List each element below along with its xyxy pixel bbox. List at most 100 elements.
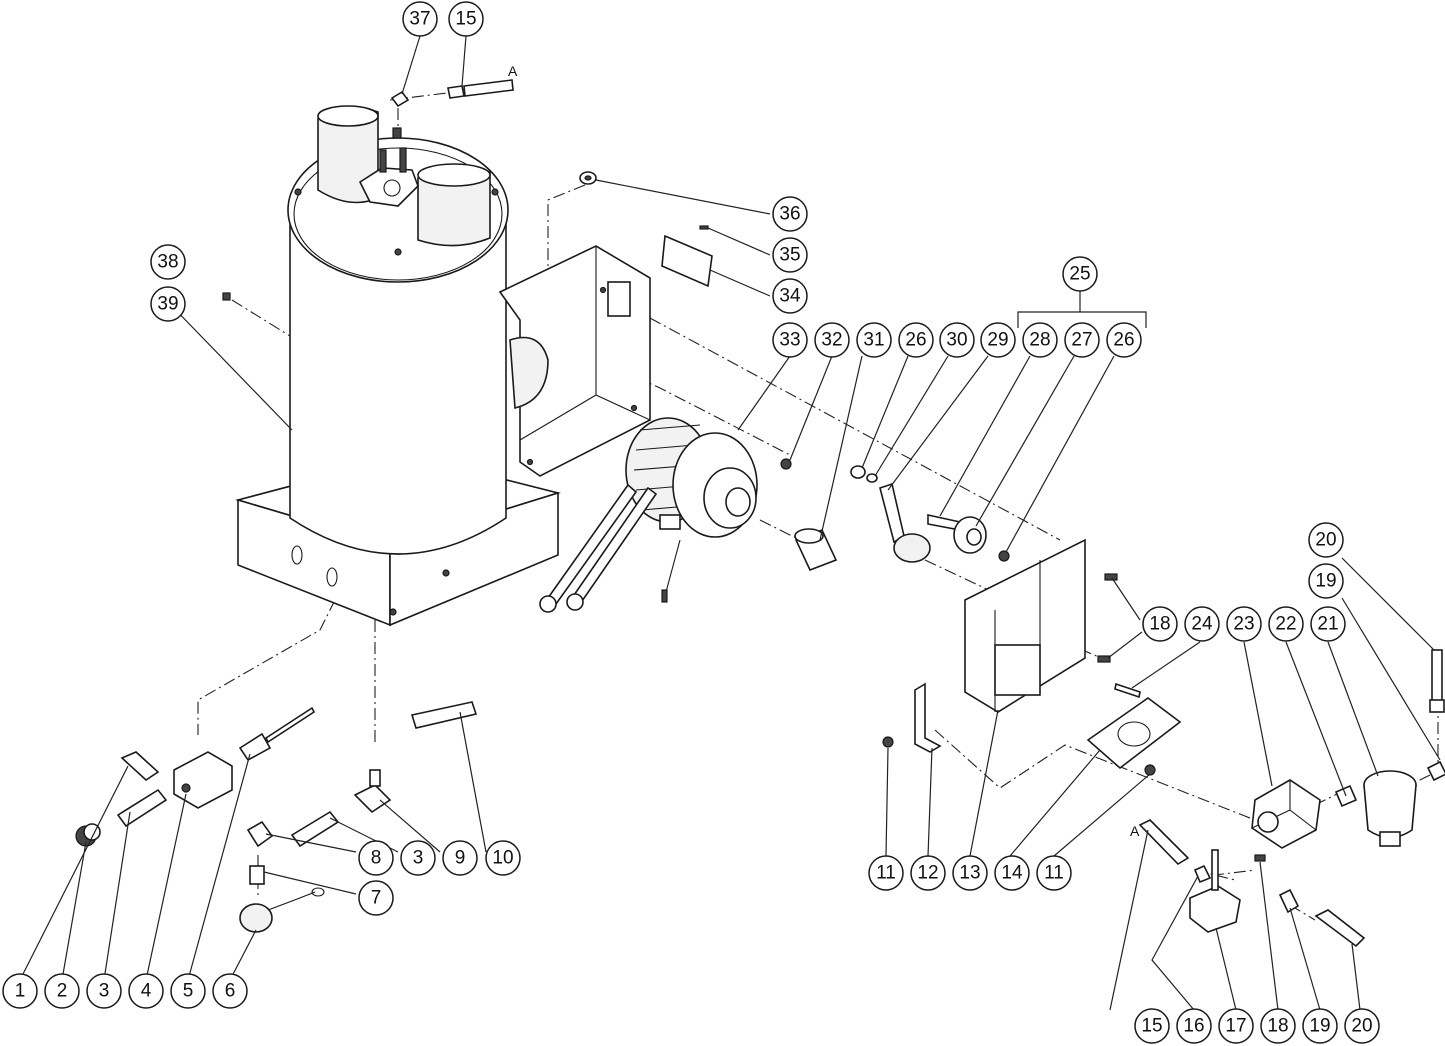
part-10-nipple-long <box>410 701 478 729</box>
callout-5: 5 <box>170 973 206 1009</box>
callout-20-top: 20 <box>1308 522 1344 558</box>
callout-15-bottom: 15 <box>1134 1008 1170 1044</box>
callout-3-left: 3 <box>86 973 122 1009</box>
callout-18-top: 18 <box>1142 606 1178 642</box>
svg-text:23: 23 <box>1233 614 1254 635</box>
part-2-nut <box>75 823 101 847</box>
part-19-elbow-lower <box>1278 888 1300 914</box>
part-1-fitting <box>120 751 160 782</box>
part-21-filter <box>1363 770 1417 847</box>
part-37-elbow <box>390 90 410 108</box>
svg-text:21: 21 <box>1317 614 1338 635</box>
svg-text:17: 17 <box>1225 1016 1246 1037</box>
svg-text:2: 2 <box>57 981 68 1002</box>
part-35-screw <box>699 225 709 230</box>
callout-12: 12 <box>910 855 946 891</box>
part-15-tube-top <box>447 79 514 99</box>
callout-9: 9 <box>442 840 478 876</box>
part-9-tee <box>353 769 392 814</box>
svg-text:33: 33 <box>779 330 800 351</box>
part-31-coupling <box>794 528 838 572</box>
svg-text:18: 18 <box>1149 614 1170 635</box>
callout-8: 8 <box>358 840 394 876</box>
svg-text:15: 15 <box>455 9 476 30</box>
part-27-pulley <box>953 516 987 554</box>
svg-text:3: 3 <box>413 848 424 869</box>
svg-text:22: 22 <box>1275 614 1296 635</box>
part-12-clip <box>914 682 942 753</box>
callout-35: 35 <box>772 237 808 273</box>
svg-text:34: 34 <box>779 286 801 307</box>
callout-22: 22 <box>1268 606 1304 642</box>
part-38-plug <box>222 292 231 301</box>
svg-text:38: 38 <box>157 252 178 273</box>
svg-text:13: 13 <box>959 863 980 884</box>
callout-33: 33 <box>772 322 808 358</box>
callout-34: 34 <box>772 278 808 314</box>
callout-3-middle: 3 <box>400 840 436 876</box>
callout-1: 1 <box>2 973 38 1009</box>
svg-text:25: 25 <box>1069 264 1090 285</box>
svg-text:19: 19 <box>1315 571 1336 592</box>
svg-text:5: 5 <box>183 981 194 1002</box>
svg-text:27: 27 <box>1071 330 1092 351</box>
svg-text:6: 6 <box>225 981 236 1002</box>
burner-head <box>358 127 419 207</box>
svg-text:11: 11 <box>1044 863 1064 884</box>
part-29-arm <box>879 482 931 563</box>
part-5-fitting-probe <box>238 706 316 762</box>
callout-17: 17 <box>1218 1008 1254 1044</box>
callout-20-bottom: 20 <box>1344 1008 1380 1044</box>
callout-30: 30 <box>939 322 975 358</box>
callout-19-bottom: 19 <box>1302 1008 1338 1044</box>
part-18-screw-lower <box>1254 854 1266 862</box>
part-6-cap <box>239 887 325 933</box>
svg-text:4: 4 <box>141 981 152 1002</box>
svg-text:7: 7 <box>371 888 382 909</box>
callout-6: 6 <box>212 973 248 1009</box>
callout-18-bottom: 18 <box>1260 1008 1296 1044</box>
svg-text:19: 19 <box>1309 1016 1330 1037</box>
svg-text:30: 30 <box>946 330 967 351</box>
callout-14: 14 <box>994 855 1030 891</box>
svg-text:15: 15 <box>1141 1016 1162 1037</box>
part-11-nut-left <box>882 736 894 748</box>
callout-10: 10 <box>485 840 521 876</box>
part-19-elbow-upper <box>1426 760 1445 782</box>
callout-11-left: 11 <box>868 855 904 891</box>
callout-26-right: 26 <box>1106 322 1142 358</box>
callout-24: 24 <box>1184 606 1220 642</box>
callout-32: 32 <box>814 322 850 358</box>
parts-26-30-washers <box>850 465 878 483</box>
svg-text:20: 20 <box>1315 530 1336 551</box>
svg-text:14: 14 <box>1001 863 1023 884</box>
callout-23: 23 <box>1226 606 1262 642</box>
part-32-nut <box>780 458 792 470</box>
part-14-gasket <box>1086 697 1182 770</box>
svg-text:36: 36 <box>779 204 800 225</box>
svg-text:1: 1 <box>15 981 26 1002</box>
leader-lines <box>19 35 1441 1011</box>
svg-text:16: 16 <box>1183 1016 1204 1037</box>
callout-2: 2 <box>44 973 80 1009</box>
callout-27: 27 <box>1064 322 1100 358</box>
part-24-pin <box>1114 682 1141 699</box>
callout-11-right: 11 <box>1036 855 1072 891</box>
reference-mark-a-bottom: A <box>1130 823 1140 839</box>
part-17-valve <box>1189 849 1241 933</box>
svg-text:8: 8 <box>371 848 382 869</box>
part-13-mounting-bracket <box>964 538 1086 713</box>
svg-text:32: 32 <box>821 330 842 351</box>
part-8-elbow <box>246 820 274 848</box>
callout-29: 29 <box>980 322 1016 358</box>
svg-text:37: 37 <box>409 9 430 30</box>
svg-text:26: 26 <box>1113 330 1134 351</box>
callout-39: 39 <box>150 286 186 322</box>
callout-38: 38 <box>150 244 186 280</box>
part-3-nipple-left <box>116 788 168 828</box>
svg-text:20: 20 <box>1351 1016 1372 1037</box>
part-36-grommet <box>579 171 597 185</box>
callout-7: 7 <box>358 880 394 916</box>
svg-text:35: 35 <box>779 245 800 266</box>
